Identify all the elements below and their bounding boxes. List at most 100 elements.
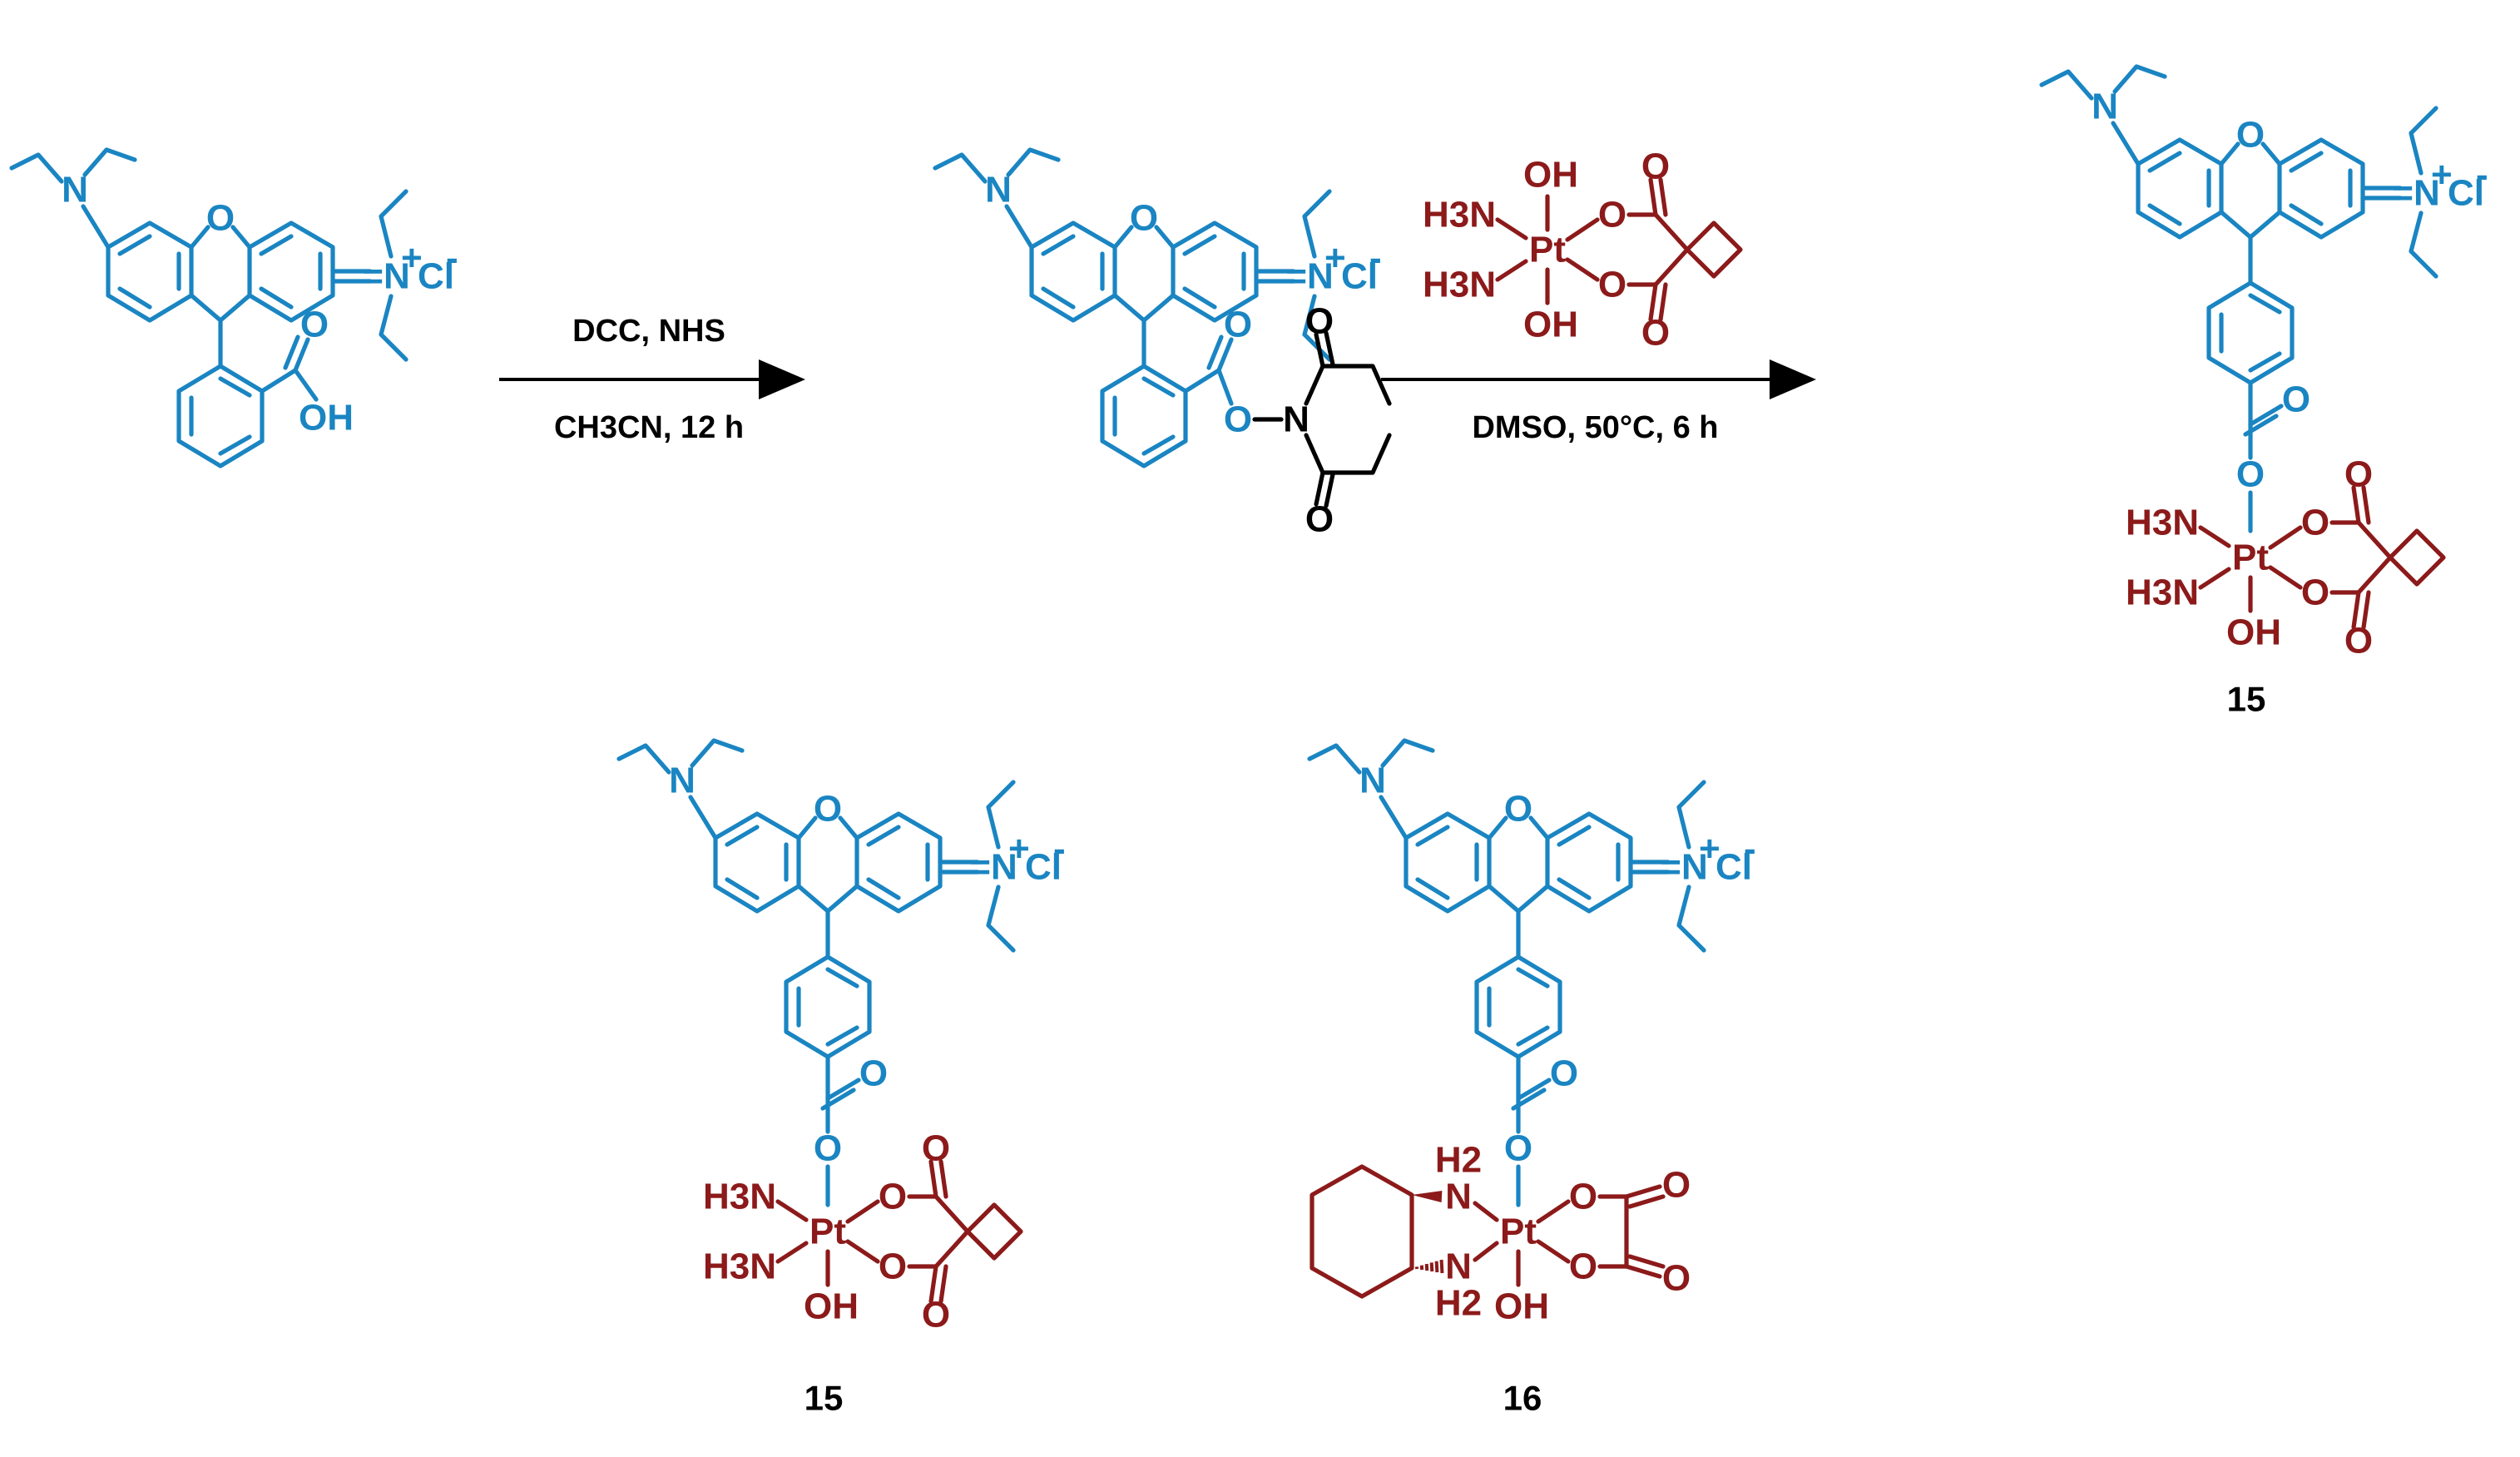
bond (725, 825, 789, 900)
ring-oxygen: O (1504, 789, 1532, 830)
oxalate-oxygen: O (1569, 1246, 1597, 1287)
ethyl-group (379, 189, 408, 259)
bond (2147, 151, 2211, 226)
iminium-nitrogen: =N (1660, 847, 1707, 888)
bond (1041, 234, 1105, 310)
hydroxyl-ligand: OH (1494, 1286, 1549, 1327)
counterion: Cl (418, 256, 454, 297)
bond (2198, 525, 2231, 590)
platinum-atom: Pt (2232, 538, 2269, 578)
carbonyl-bond (2351, 590, 2371, 630)
condition-above: DCC, NHS (572, 314, 725, 349)
ethyl-group (1006, 147, 1061, 177)
bond (1415, 825, 1479, 900)
double-bond (2360, 186, 2403, 201)
double-bond (1254, 269, 1296, 284)
ammine-ligand: H3N (1423, 265, 1496, 305)
charge-label: + (2431, 155, 2453, 196)
ethyl-group (986, 780, 1016, 850)
ethyl-group (1302, 189, 1332, 259)
succinimide-ring (1304, 364, 1392, 475)
iminium-nitrogen: =N (969, 847, 1017, 888)
ethyl-group (2409, 106, 2438, 176)
hydroxyl-ligand: OH (804, 1286, 859, 1327)
counterion: Cl (1025, 847, 1062, 888)
bond (1004, 204, 1034, 250)
ammine-ligand: H3N (2126, 572, 2199, 613)
compound-number: 16 (1503, 1379, 1542, 1418)
bond (1565, 217, 1600, 282)
hashed-bond (1414, 1259, 1444, 1274)
carbonyl-oxygen: O (1550, 1053, 1578, 1094)
double-bond (330, 269, 373, 284)
bond (2329, 520, 2393, 595)
bond (2111, 121, 2141, 166)
bond (260, 368, 298, 394)
ester-oxygen: O (1224, 399, 1252, 440)
reaction-arrow: DMSO, 50°C, 6 h (1381, 359, 1816, 445)
carbonyl-bond (928, 1159, 948, 1199)
carboxylate-oxygen: O (879, 1246, 907, 1287)
double-bond (1628, 860, 1671, 875)
ethyl-group (1380, 738, 1435, 768)
carbonyl-bond (1624, 1254, 1666, 1279)
carbonyl-oxygen: O (2344, 621, 2373, 662)
compound-number: 15 (805, 1379, 844, 1418)
ethyl-group (690, 738, 745, 768)
bond (189, 225, 252, 323)
iminium-nitrogen: =N (362, 256, 409, 297)
carbonyl-oxygen: O (859, 1053, 888, 1094)
rhodamine-b: ON=N+Cl-OOH (9, 147, 458, 468)
carbonyl-oxygen: O (922, 1295, 950, 1336)
bond (775, 1199, 809, 1264)
succinimide-nitrogen: N (1283, 399, 1310, 440)
carbonyl-oxygen: O (1662, 1165, 1691, 1206)
carbonyl-bond (1624, 1184, 1666, 1209)
bond (81, 204, 111, 250)
ethyl-group (1307, 743, 1362, 775)
charge-label: - (1369, 238, 1382, 279)
carbonyl-oxygen: O (300, 305, 329, 345)
cyclobutane-ring (965, 1202, 1023, 1261)
oxalate-oxygen: O (1569, 1177, 1597, 1217)
hydroxyl-ligand: OH (2226, 612, 2281, 653)
carbonyl-bond (2351, 485, 2371, 525)
bond (1597, 1194, 1629, 1269)
bond (1216, 368, 1234, 406)
carbonyl-bond (1648, 282, 1668, 322)
bond (2289, 151, 2353, 226)
iminium-nitrogen: =N (1285, 256, 1333, 297)
ethyl-group (986, 885, 1016, 953)
bond (1536, 1199, 1571, 1264)
bond (117, 234, 181, 310)
ethyl-group (1676, 780, 1706, 850)
ethyl-group (82, 147, 137, 177)
carbonyl-bond (1648, 177, 1668, 217)
ethyl-group (2112, 64, 2167, 94)
condition-below: DMSO, 50°C, 6 h (1472, 410, 1718, 445)
ethyl-group (379, 294, 408, 362)
ester-oxygen: O (814, 1128, 842, 1169)
bond (259, 234, 323, 310)
carbonyl-bond (1314, 470, 1335, 508)
cyclohexane-ring (1310, 1164, 1414, 1299)
carbonyl-bond (283, 335, 310, 373)
carbonyl-oxygen: O (1305, 301, 1334, 342)
ammine-ligand: H3N (703, 1177, 776, 1217)
ester-oxygen: O (2236, 454, 2265, 495)
wedge-bond (1412, 1191, 1443, 1202)
counterion: Cl (1341, 256, 1378, 297)
bond (796, 967, 859, 1047)
charge-label: + (401, 238, 423, 279)
bond (1626, 212, 1690, 287)
bond (2268, 525, 2303, 590)
bond (2219, 141, 2282, 240)
bond (1495, 217, 1528, 282)
counterion: Cl (1715, 847, 1752, 888)
